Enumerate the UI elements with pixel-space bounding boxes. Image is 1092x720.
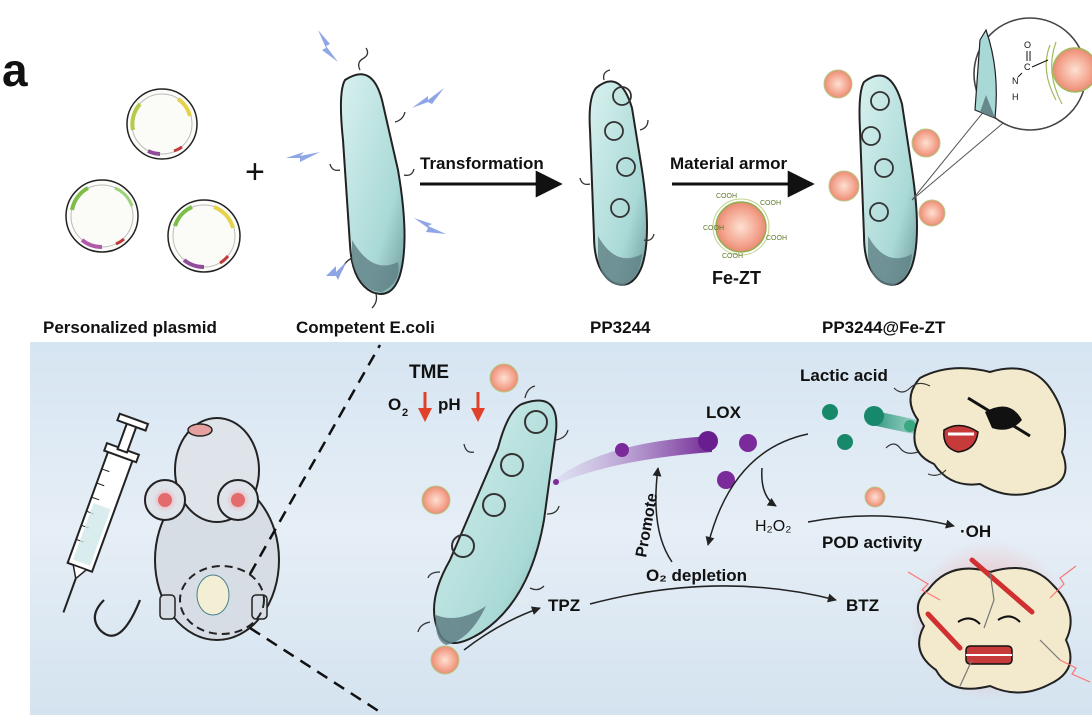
o2-subscript: 2	[402, 407, 408, 419]
competent-ecoli	[286, 30, 446, 309]
lactic-acid-label: Lactic acid	[800, 366, 888, 385]
caption-plasmid: Personalized plasmid	[43, 318, 217, 337]
atom-h: H	[1012, 92, 1019, 102]
down-arrow-icon	[471, 392, 485, 422]
cooh-label: COOH	[760, 200, 781, 207]
oh-radical-label: ·OH	[960, 522, 991, 541]
to-o2-depletion-arrow	[705, 433, 809, 546]
caption-ecoli: Competent E.coli	[296, 318, 435, 337]
atom-c: C	[1024, 62, 1031, 72]
plasmid-top	[126, 88, 198, 160]
plasmid-right	[167, 199, 241, 273]
cooh-label: COOH	[703, 225, 724, 232]
fezt-particle: COOH COOH COOH COOH COOH	[703, 193, 787, 260]
plasmid-group	[65, 88, 241, 273]
plus-sign: +	[245, 153, 265, 191]
tumor-cell-angry	[885, 367, 1067, 496]
tpz-label: TPZ	[548, 596, 580, 615]
zoom-line-top	[248, 344, 382, 575]
engineered-bacterium	[417, 385, 569, 645]
o2-label: O	[388, 395, 401, 414]
pod-activity-label: POD activity	[822, 533, 923, 552]
cooh-label: COOH	[766, 235, 787, 242]
pp3244-fezt-bacterium	[823, 69, 946, 286]
lightning-icon	[286, 30, 446, 280]
to-tpz-arrow	[463, 606, 541, 651]
lox-label: LOX	[706, 403, 742, 422]
btz-label: BTZ	[846, 596, 879, 615]
lox-stream	[552, 431, 757, 489]
tpz-to-btz-arrow	[589, 585, 837, 605]
lightning-icon	[925, 557, 1035, 651]
transformation-label: Transformation	[420, 154, 544, 173]
caption-pp3244-fezt: PP3244@Fe-ZT	[822, 318, 946, 337]
promote-arrow	[652, 467, 673, 563]
down-arrow-icon	[418, 392, 432, 422]
atom-n: N	[1012, 76, 1019, 86]
ph-label: pH	[438, 395, 461, 414]
zoom-line-bottom	[249, 626, 381, 714]
plasmid-left	[65, 179, 139, 253]
syringe-icon	[62, 412, 150, 613]
h2o2-label: H₂O₂	[755, 518, 791, 535]
tme-label: TME	[409, 362, 449, 383]
o2-depletion-label: O₂ depletion	[646, 566, 747, 585]
caption-pp3244: PP3244	[590, 318, 651, 337]
fezt-label: Fe-ZT	[712, 268, 761, 288]
cooh-label: COOH	[716, 193, 737, 200]
lox-to-h2o2-arrow	[761, 467, 777, 507]
panel-letter: a	[2, 44, 28, 96]
pod-arrow	[807, 515, 955, 529]
tumor-cell-dying	[907, 540, 1091, 700]
cooh-label: COOH	[722, 253, 743, 260]
material-armor-label: Material armor	[670, 154, 788, 173]
mouse-illustration	[93, 417, 280, 641]
fezt-particles	[421, 363, 886, 675]
atom-o: O	[1024, 40, 1031, 50]
pp3244-bacterium	[579, 69, 655, 286]
zoom-callout: O C N H	[911, 17, 1092, 201]
